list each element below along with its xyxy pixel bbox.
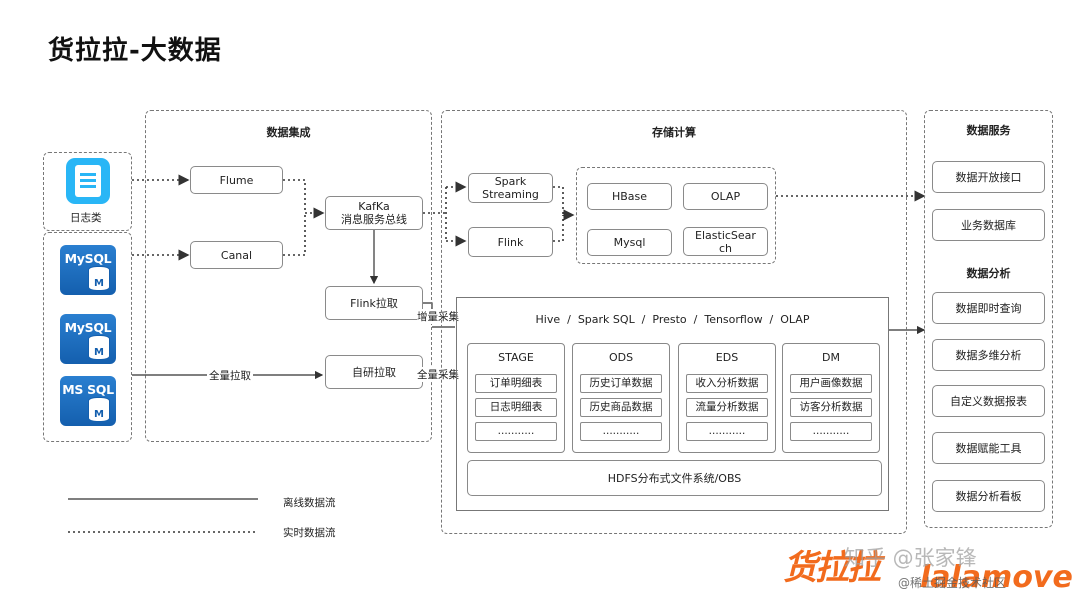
db-cylinder-icon: M [88, 335, 110, 360]
lalamove-logo: lalamove [920, 560, 1073, 595]
kafka-node: KafKa 消息服务总线 [325, 196, 423, 230]
mssql-icon: MS SQL M [60, 376, 116, 426]
layer-item: 日志明细表 [475, 398, 557, 417]
data-service-section [924, 110, 1053, 528]
stores-group [576, 167, 776, 264]
analysis-multidimensional: 数据多维分析 [932, 339, 1045, 371]
olap-node: OLAP [683, 183, 768, 210]
log-source-group [43, 152, 132, 231]
compute-engines: Hive / Spark SQL / Presto / Tensorflow /… [535, 313, 810, 326]
layer-title: STAGE [498, 351, 534, 364]
analysis-custom-report: 自定义数据报表 [932, 385, 1045, 417]
service-label: 数据开放接口 [955, 170, 1022, 184]
flink-node: Flink [468, 227, 553, 257]
streaming-label: Streaming [482, 188, 539, 201]
layer-item: ........... [475, 422, 557, 441]
layer-title: ODS [608, 351, 634, 364]
flume-label: Flume [219, 173, 254, 187]
db-source-group [43, 232, 132, 442]
kafka-label: KafKa [358, 200, 390, 213]
storage-compute-section [441, 110, 907, 534]
flume-node: Flume [190, 166, 283, 194]
flink-label: Flink [497, 235, 524, 249]
analysis-dashboard: 数据分析看板 [932, 480, 1045, 512]
layer-item: 访客分析数据 [790, 398, 872, 417]
analysis-label: 数据多维分析 [955, 348, 1022, 362]
layer-item: 订单明细表 [475, 374, 557, 393]
mysql-store-node: Mysql [587, 229, 672, 256]
elasticsearch-node: ElasticSearch [683, 227, 768, 256]
log-file-icon [66, 158, 110, 204]
service-label: 业务数据库 [961, 218, 1016, 232]
canal-label: Canal [220, 248, 253, 262]
hbase-node: HBase [587, 183, 672, 210]
hdfs-label: HDFS分布式文件系统/OBS [607, 471, 742, 485]
layer-item: 历史订单数据 [580, 374, 662, 393]
layer-stage: STAGE 订单明细表日志明细表........... [467, 343, 565, 453]
canal-node: Canal [190, 241, 283, 269]
full-collect-label: 全量采集 [417, 367, 459, 382]
mysql-label: MySQL [64, 320, 112, 335]
mssql-label: MS SQL [62, 382, 114, 397]
elasticsearch-label: ElasticSearch [695, 228, 756, 255]
self-pull-label: 自研拉取 [352, 365, 396, 379]
layer-item: ........... [686, 422, 768, 441]
zhihu-watermark: 知乎 @张家锋 [844, 546, 977, 570]
mysql-icon: MySQL M [60, 245, 116, 295]
mysql-label: MySQL [64, 251, 112, 266]
layer-item: 用户画像数据 [790, 374, 872, 393]
layer-item: ........... [580, 422, 662, 441]
log-source-label: 日志类 [70, 212, 102, 224]
analysis-label: 数据分析看板 [955, 489, 1022, 503]
integration-title: 数据集成 [266, 126, 311, 139]
full-pull-label: 全量拉取 [207, 368, 253, 383]
mysql-store-label: Mysql [613, 236, 646, 249]
analysis-instant-query: 数据即时查询 [932, 292, 1045, 324]
kafka-sublabel: 消息服务总线 [341, 213, 407, 226]
juejin-watermark: @稀土掘金技术社区 [898, 576, 1007, 590]
layer-ods: ODS 历史订单数据历史商品数据........... [572, 343, 670, 453]
layer-dm: DM 用户画像数据访客分析数据........... [782, 343, 880, 453]
huolala-logo: 货拉拉 [783, 548, 881, 588]
analysis-enable-tools: 数据赋能工具 [932, 432, 1045, 464]
analysis-label: 数据赋能工具 [955, 441, 1022, 455]
integration-section [145, 110, 432, 442]
page-title: 货拉拉-大数据 [48, 36, 222, 66]
mysql-icon: MySQL M [60, 314, 116, 364]
storage-compute-title: 存储计算 [652, 126, 696, 139]
spark-label: Spark [494, 175, 527, 188]
olap-label: OLAP [710, 190, 741, 203]
flink-pull-label: Flink拉取 [350, 296, 398, 310]
hdfs-node: HDFS分布式文件系统/OBS [467, 460, 882, 496]
layer-title: DM [822, 351, 840, 364]
db-cylinder-icon: M [88, 266, 110, 291]
data-analysis-title: 数据分析 [966, 267, 1011, 280]
layer-eds: EDS 收入分析数据流量分析数据........... [678, 343, 776, 453]
data-service-title: 数据服务 [966, 124, 1011, 137]
analysis-label: 自定义数据报表 [950, 394, 1027, 408]
analysis-label: 数据即时查询 [955, 301, 1022, 315]
layer-item: 收入分析数据 [686, 374, 768, 393]
db-cylinder-icon: M [88, 397, 110, 422]
legend-realtime-label: 实时数据流 [283, 527, 336, 539]
layer-item: 流量分析数据 [686, 398, 768, 417]
legend-offline-label: 离线数据流 [283, 497, 336, 509]
layer-title: EDS [715, 351, 739, 364]
layer-item: ........... [790, 422, 872, 441]
incremental-collect-label: 增量采集 [417, 309, 459, 324]
service-business-db: 业务数据库 [932, 209, 1045, 241]
spark-streaming-node: Spark Streaming [468, 173, 553, 203]
service-open-api: 数据开放接口 [932, 161, 1045, 193]
warehouse-panel [456, 297, 889, 511]
layer-item: 历史商品数据 [580, 398, 662, 417]
flink-pull-node: Flink拉取 [325, 286, 423, 320]
hbase-label: HBase [611, 190, 648, 203]
self-pull-node: 自研拉取 [325, 355, 423, 389]
